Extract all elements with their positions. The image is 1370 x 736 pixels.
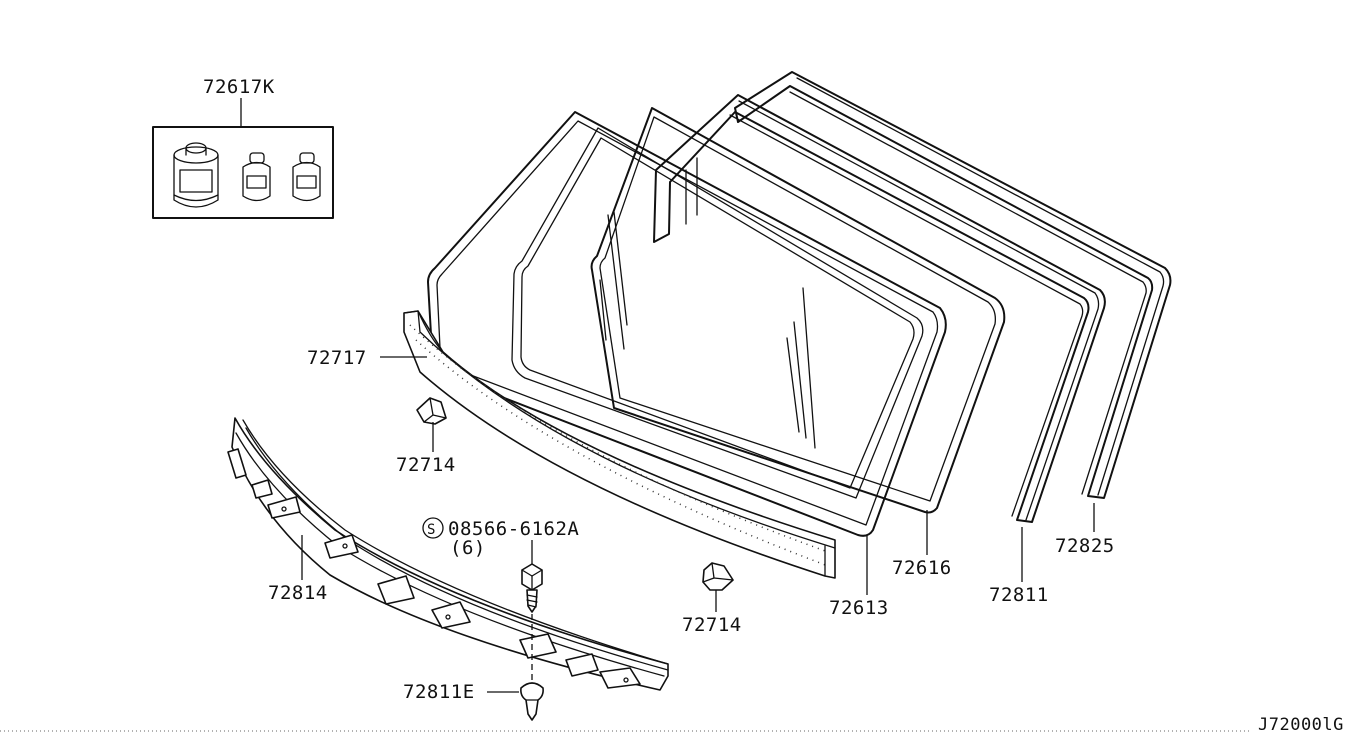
- windshield-glass-72613: [427, 111, 947, 537]
- part-label-72617k: 72617K: [203, 76, 275, 98]
- clip-72714-left: [416, 397, 447, 452]
- cowl-tab: [519, 633, 557, 659]
- figure-code: J72000lG: [1258, 715, 1344, 735]
- part-label-72613: 72613: [829, 597, 889, 619]
- primer-bottle-icon: [242, 152, 271, 202]
- cowl-top-72814: [227, 417, 669, 691]
- cowl-tab: [324, 534, 359, 559]
- push-clip-icon: [520, 682, 544, 721]
- cowl-tab: [599, 667, 641, 689]
- clip-72811e: [487, 682, 544, 721]
- strip-72717: [403, 310, 836, 579]
- cowl-tab: [431, 601, 471, 629]
- part-label-72825: 72825: [1055, 535, 1115, 557]
- part-label-72811e: 72811E: [403, 681, 475, 703]
- part-label-72616: 72616: [892, 557, 952, 579]
- part-label-72811: 72811: [989, 584, 1049, 606]
- part-label-72714-left: 72714: [396, 454, 456, 476]
- part-label-72714-right: 72714: [682, 614, 742, 636]
- screw-08566-6162a: S: [422, 517, 543, 680]
- cowl-tab: [227, 448, 247, 479]
- cowl-tab: [251, 479, 273, 499]
- standard-part-symbol-icon: [422, 517, 444, 539]
- cowl-tab: [377, 575, 415, 605]
- part-label-72814: 72814: [268, 582, 328, 604]
- moulding-72825: [734, 71, 1172, 499]
- adhesive-can-icon: [173, 142, 219, 208]
- kit-box: [152, 126, 334, 219]
- adhesive-kit-group: 72617K: [152, 76, 334, 219]
- clip-72714-right: [702, 562, 734, 612]
- screw-symbol-text: S: [427, 522, 436, 538]
- part-label-screw: 08566-6162A: [448, 518, 579, 540]
- moulding-72811: [653, 94, 1106, 523]
- part-label-72717: 72717: [307, 347, 367, 369]
- primer-bottle-icon: [292, 152, 321, 202]
- spacer-72616: [590, 107, 1006, 514]
- cowl-tab: [565, 653, 599, 677]
- part-label-screw-quantity: (6): [450, 537, 486, 559]
